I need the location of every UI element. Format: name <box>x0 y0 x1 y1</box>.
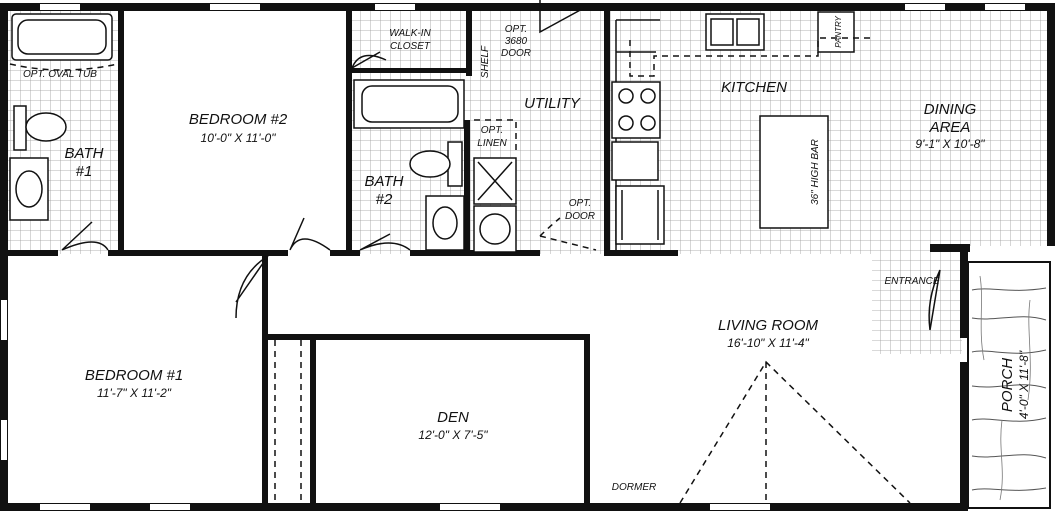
shelf-note: SHELF <box>480 45 491 78</box>
bath2-num: #2 <box>376 191 393 208</box>
door3680-note-2: 3680 <box>505 36 528 47</box>
pantry-note: PANTRY <box>834 16 843 48</box>
interior-walls <box>8 10 678 508</box>
den-dim: 12'-0" X 7'-5" <box>418 428 488 442</box>
tiled-floors <box>8 10 1048 354</box>
bedroom1-dim: 11'-7" X 11'-2" <box>97 386 172 400</box>
linen-note-2: LINEN <box>477 138 507 149</box>
utility-name: UTILITY <box>524 95 581 112</box>
walkin-note-2: CLOSET <box>390 41 431 52</box>
exterior-walls <box>0 3 1055 511</box>
bath1-num: #1 <box>76 163 93 180</box>
bedroom1-name: BEDROOM #1 <box>85 367 183 384</box>
entrance-note: ENTRANCE <box>884 276 939 287</box>
linen-note-1: OPT. <box>481 125 503 136</box>
door3680-note-3: DOOR <box>501 48 531 59</box>
bedroom2-dim: 10'-0" X 11'-0" <box>201 131 277 145</box>
dormer-note: DORMER <box>612 482 656 493</box>
doors <box>61 0 941 503</box>
living-name: LIVING ROOM <box>718 317 819 334</box>
kitchen-name: KITCHEN <box>721 79 787 96</box>
dining-name: DINING <box>924 101 977 118</box>
bath1-name: BATH <box>65 145 104 162</box>
annotations: OPT. OVAL TUB WALK-IN CLOSET OPT. 3680 D… <box>23 16 940 493</box>
optdoor-note-1: OPT. <box>569 198 591 209</box>
bedroom2-name: BEDROOM #2 <box>189 111 288 128</box>
den-name: DEN <box>437 409 469 426</box>
dining-dim: 9'-1" X 10'-8" <box>915 137 985 151</box>
living-dim: 16'-10" X 11'-4" <box>727 336 809 350</box>
bath2-name: BATH <box>365 173 404 190</box>
dining-area: AREA <box>929 119 971 136</box>
oval-tub-note: OPT. OVAL TUB <box>23 69 97 80</box>
dormer-lines <box>679 360 911 504</box>
fixtures <box>9 11 870 253</box>
walkin-note-1: WALK-IN <box>389 28 431 39</box>
highbar-note: 36" HIGH BAR <box>810 139 821 205</box>
porch-name: PORCH <box>999 358 1016 412</box>
room-labels: BEDROOM #2 10'-0" X 11'-0" BEDROOM #1 11… <box>65 79 1031 442</box>
porch-deck <box>967 261 1051 509</box>
porch-dim: 4'-0" X 11'-8" <box>1017 350 1031 419</box>
door3680-note-1: OPT. <box>505 24 527 35</box>
optdoor-note-2: DOOR <box>565 211 595 222</box>
